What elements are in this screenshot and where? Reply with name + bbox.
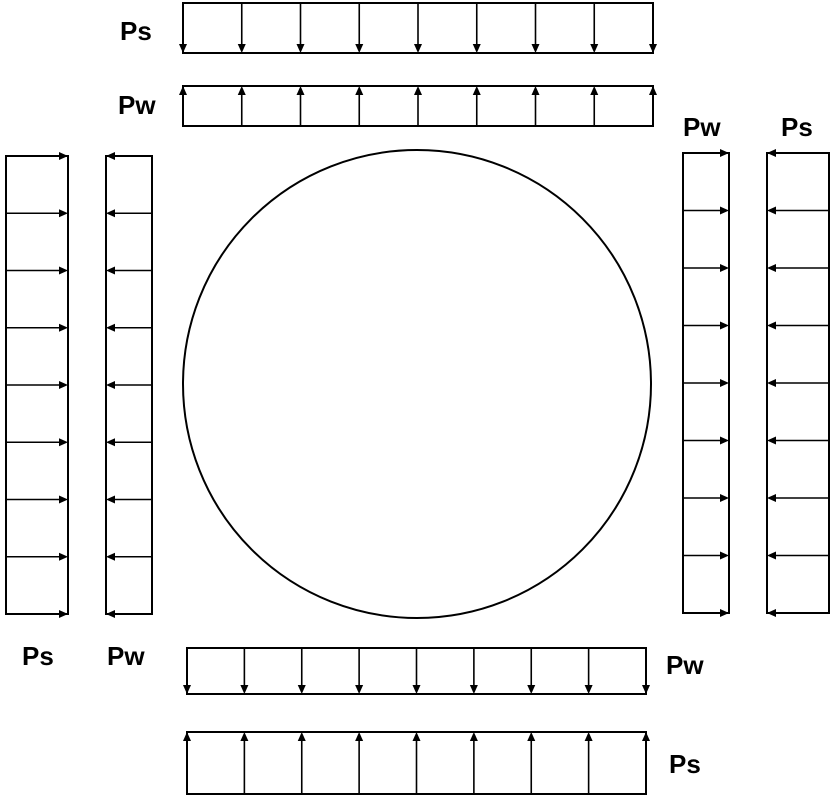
panel-top-outer	[179, 2, 657, 54]
arrow-right-outer-1	[767, 149, 829, 157]
arrow-top-outer-1	[179, 3, 187, 53]
arrow-top-inner-2	[237, 86, 246, 126]
arrow-left-inner-7	[106, 495, 152, 504]
arrow-left-outer-1	[6, 152, 68, 160]
arrow-bottom-inner-8	[584, 648, 593, 694]
arrow-left-outer-9	[6, 610, 68, 618]
panel-top-inner	[179, 85, 657, 127]
panel-bottom-outer	[183, 731, 650, 795]
arrow-top-outer-8	[590, 3, 599, 53]
arrow-top-outer-9	[649, 3, 657, 53]
arrow-bottom-outer-6	[469, 732, 478, 794]
arrow-right-inner-9	[683, 609, 729, 617]
arrow-left-outer-8	[6, 552, 68, 561]
arrow-bottom-inner-5	[412, 648, 421, 694]
arrow-bottom-outer-4	[355, 732, 364, 794]
arrow-right-inner-5	[683, 379, 729, 387]
arrow-bottom-outer-8	[584, 732, 593, 794]
arrow-right-outer-9	[767, 609, 829, 617]
arrow-left-inner-4	[106, 323, 152, 332]
label-right-outer: Ps	[781, 112, 813, 142]
arrow-right-inner-3	[683, 264, 729, 272]
central-circle	[182, 149, 652, 619]
arrow-right-outer-5	[767, 379, 829, 387]
arrow-top-inner-5	[414, 86, 422, 126]
arrow-right-inner-2	[683, 206, 729, 215]
panel-left-inner	[105, 152, 153, 618]
arrow-top-outer-4	[355, 3, 364, 53]
arrow-right-inner-1	[683, 149, 729, 157]
arrow-top-inner-4	[355, 86, 364, 126]
panel-right-outer	[766, 149, 830, 617]
arrow-left-inner-2	[106, 209, 152, 218]
arrow-right-outer-3	[767, 264, 829, 272]
label-right-inner: Pw	[683, 112, 721, 142]
label-top-inner: Pw	[118, 90, 156, 120]
label-bottom-outer: Ps	[669, 749, 701, 779]
arrow-left-inner-9	[106, 610, 152, 618]
arrow-left-inner-3	[106, 266, 152, 275]
arrow-right-inner-8	[683, 551, 729, 560]
arrow-left-inner-8	[106, 552, 152, 561]
arrow-bottom-outer-5	[412, 732, 421, 794]
arrow-bottom-inner-9	[642, 648, 650, 694]
arrow-right-inner-4	[683, 321, 729, 330]
arrow-left-outer-2	[6, 209, 68, 218]
arrow-top-inner-8	[590, 86, 599, 126]
label-left-inner: Pw	[107, 641, 145, 671]
arrow-bottom-outer-9	[642, 732, 650, 794]
label-left-outer: Ps	[22, 641, 54, 671]
arrow-top-inner-6	[472, 86, 481, 126]
arrow-bottom-inner-3	[297, 648, 306, 694]
arrow-top-outer-2	[237, 3, 246, 53]
arrow-right-outer-8	[767, 551, 829, 560]
arrow-left-outer-7	[6, 495, 68, 504]
pressure-panels	[5, 2, 830, 795]
arrow-left-outer-3	[6, 266, 68, 275]
arrow-top-inner-1	[179, 86, 187, 126]
arrow-top-outer-3	[296, 3, 305, 53]
arrow-top-inner-9	[649, 86, 657, 126]
arrow-left-outer-5	[6, 381, 68, 389]
arrow-right-outer-7	[767, 494, 829, 502]
arrow-bottom-outer-2	[240, 732, 249, 794]
arrow-bottom-inner-6	[469, 648, 478, 694]
arrow-left-outer-4	[6, 323, 68, 332]
arrow-right-inner-6	[683, 436, 729, 445]
arrow-bottom-inner-2	[240, 648, 249, 694]
arrow-right-outer-2	[767, 206, 829, 215]
label-top-outer: Ps	[120, 16, 152, 46]
arrow-bottom-outer-7	[527, 732, 536, 794]
arrow-left-inner-5	[106, 381, 152, 389]
arrow-bottom-outer-1	[183, 732, 191, 794]
arrow-top-inner-7	[531, 86, 540, 126]
panel-bottom-inner	[183, 647, 650, 695]
arrow-bottom-inner-7	[527, 648, 536, 694]
arrow-top-outer-6	[472, 3, 481, 53]
panel-right-inner	[682, 149, 730, 617]
arrow-bottom-outer-3	[297, 732, 306, 794]
label-bottom-inner: Pw	[666, 650, 704, 680]
arrow-top-outer-7	[531, 3, 540, 53]
arrow-right-inner-7	[683, 494, 729, 502]
arrow-right-outer-6	[767, 436, 829, 445]
arrow-bottom-inner-4	[355, 648, 364, 694]
arrow-top-outer-5	[414, 3, 422, 53]
panel-left-outer	[5, 152, 69, 618]
arrow-bottom-inner-1	[183, 648, 191, 694]
arrow-left-inner-6	[106, 438, 152, 447]
arrow-left-inner-1	[106, 152, 152, 160]
arrow-left-outer-6	[6, 438, 68, 447]
arrow-top-inner-3	[296, 86, 305, 126]
arrow-right-outer-4	[767, 321, 829, 330]
